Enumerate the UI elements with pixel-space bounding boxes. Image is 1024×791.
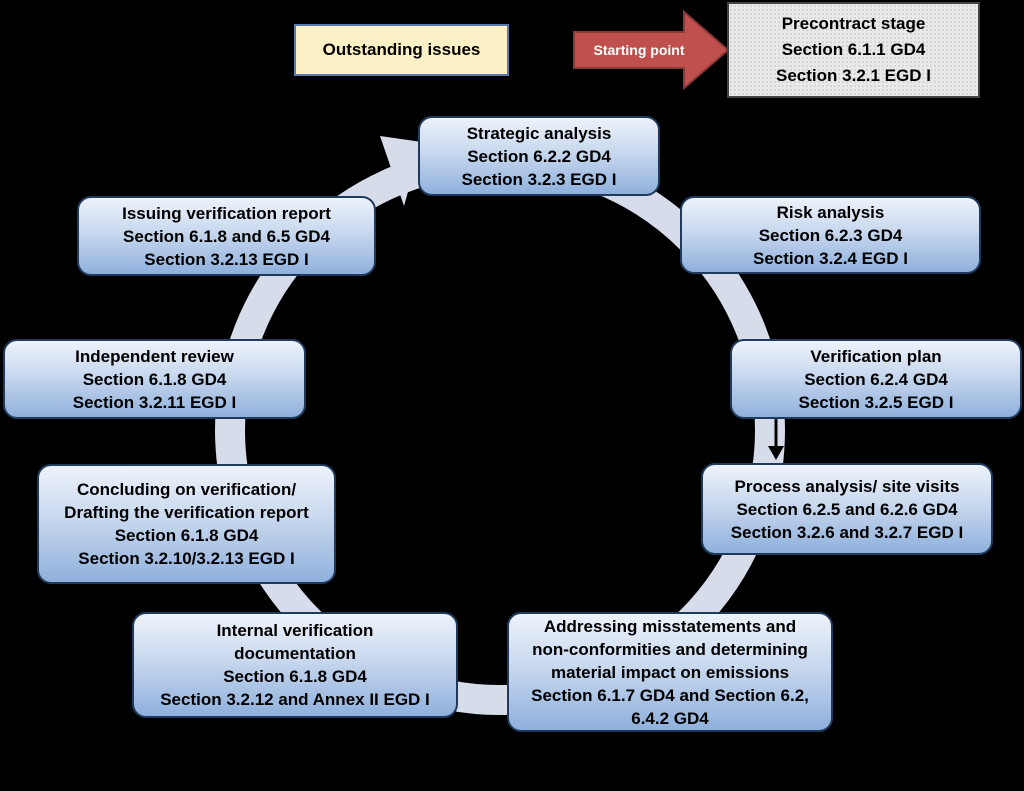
precontract-stage-box: Precontract stage Section 6.1.1 GD4 Sect… (727, 2, 980, 98)
precontract-title: Precontract stage (781, 14, 926, 33)
outstanding-issues-box: Outstanding issues (294, 24, 509, 76)
plan-to-process-arrowhead (768, 446, 784, 460)
cycle-ring-arrowhead (380, 136, 422, 206)
step-risk-analysis: Risk analysis Section 6.2.3 GD4 Section … (680, 196, 981, 274)
step-process-analysis: Process analysis/ site visits Section 6.… (701, 463, 993, 555)
starting-point-arrow (573, 10, 730, 90)
precontract-egd: Section 3.2.1 EGD I (776, 66, 931, 85)
step-verification-plan: Verification plan Section 6.2.4 GD4 Sect… (730, 339, 1022, 419)
step-addressing-misstatements: Addressing misstatements and non-conform… (507, 612, 833, 732)
step-independent-review: Independent review Section 6.1.8 GD4 Sec… (3, 339, 306, 419)
step-issuing-report: Issuing verification report Section 6.1.… (77, 196, 376, 276)
outstanding-issues-label: Outstanding issues (322, 40, 481, 59)
step-internal-documentation: Internal verification documentation Sect… (132, 612, 458, 718)
step-concluding-verification: Concluding on verification/ Drafting the… (37, 464, 336, 584)
step-strategic-analysis: Strategic analysis Section 6.2.2 GD4 Sec… (418, 116, 660, 196)
starting-point-label: Starting point (593, 42, 685, 58)
precontract-gd4: Section 6.1.1 GD4 (781, 40, 926, 59)
